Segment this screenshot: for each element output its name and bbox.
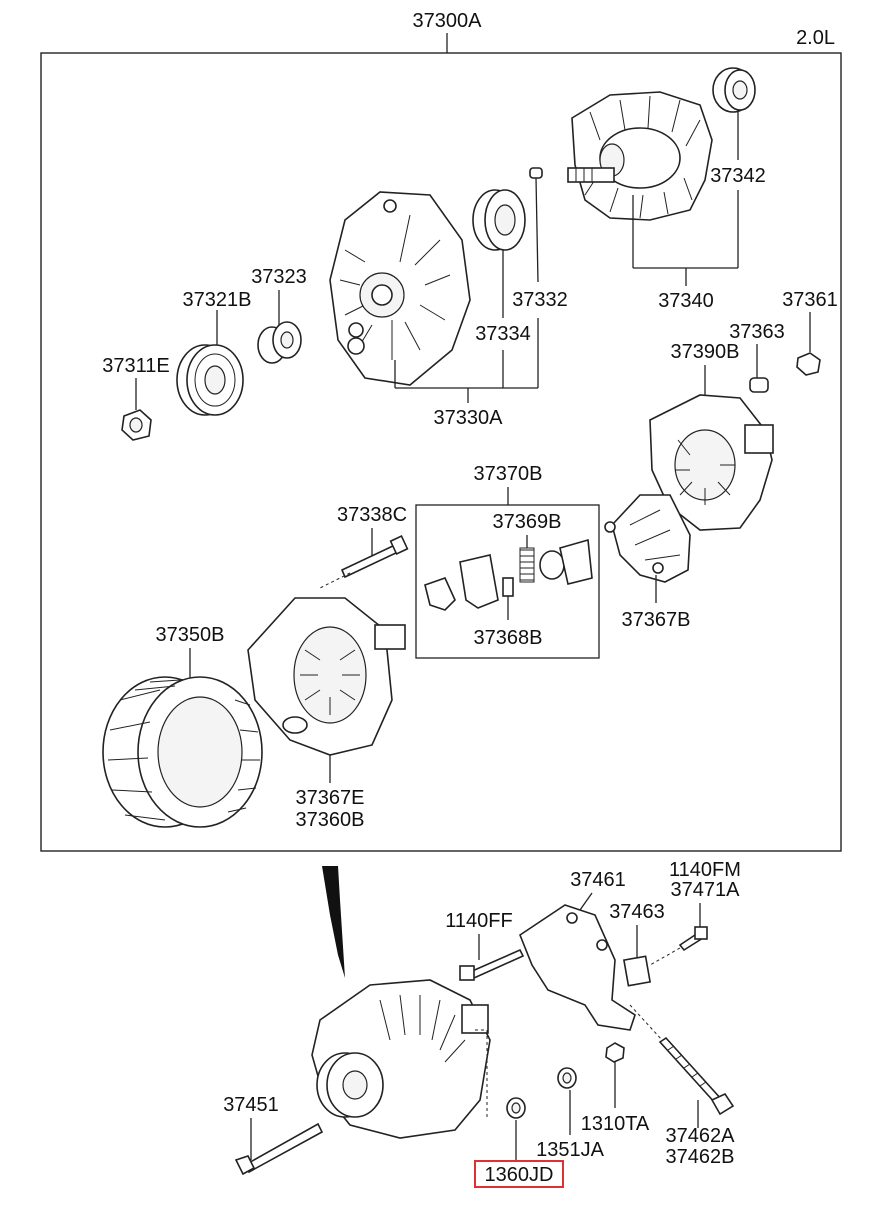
label-37330A: 37330A: [434, 407, 504, 429]
washer-1360JD[interactable]: [506, 1097, 526, 1119]
pulley-37321B[interactable]: [176, 344, 244, 416]
label-37342: 37342: [710, 165, 766, 187]
label-37462B: 37462B: [666, 1146, 735, 1168]
rectifier-37367B[interactable]: [604, 494, 691, 583]
cap-37363[interactable]: [749, 377, 769, 393]
spring-37369B[interactable]: [519, 547, 535, 583]
label-37367B: 37367B: [622, 609, 691, 631]
rear-cover-37390B[interactable]: [649, 394, 774, 531]
nut-37311E[interactable]: [121, 409, 152, 441]
adjust-bolt-37462[interactable]: [658, 1036, 735, 1116]
label-37363: 37363: [729, 321, 785, 343]
bolt-37338C[interactable]: [340, 535, 409, 579]
label-37323: 37323: [251, 266, 307, 288]
spacer-37323[interactable]: [257, 321, 302, 364]
engine-label: 2.0L: [796, 27, 835, 49]
bearing-37342[interactable]: [712, 67, 756, 113]
rotor-part[interactable]: [567, 91, 713, 221]
stator-37350B[interactable]: [102, 676, 263, 828]
label-37367E: 37367E: [296, 787, 365, 809]
label-37311E: 37311E: [102, 355, 169, 377]
brush-holder-part[interactable]: [424, 538, 593, 611]
bearing-37334[interactable]: [472, 189, 526, 251]
label-37390B: 37390B: [671, 341, 740, 363]
label-1310TA: 1310TA: [581, 1113, 650, 1135]
label-37321B: 37321B: [183, 289, 252, 311]
label-37360B: 37360B: [296, 809, 365, 831]
nut-1310TA[interactable]: [605, 1042, 625, 1063]
clip-37463[interactable]: [622, 955, 652, 987]
bracket-37461[interactable]: [519, 904, 636, 1031]
label-1351JA: 1351JA: [536, 1139, 604, 1161]
label-37361: 37361: [782, 289, 838, 311]
label-37461: 37461: [570, 869, 626, 891]
label-37368B: 37368B: [474, 627, 543, 649]
label-37369B: 37369B: [493, 511, 562, 533]
label-37463: 37463: [609, 901, 665, 923]
label-37350B: 37350B: [156, 624, 225, 646]
label-37332: 37332: [512, 289, 568, 311]
label-37462A: 37462A: [666, 1125, 736, 1147]
label-1360JD[interactable]: 1360JD: [485, 1164, 554, 1186]
assembly-title: 37300A: [413, 10, 483, 32]
label-37370B: 37370B: [474, 463, 543, 485]
label-37338C: 37338C: [337, 504, 407, 526]
bolt-1140FM[interactable]: [678, 926, 708, 952]
washer-1351JA[interactable]: [557, 1067, 577, 1089]
screw-37332[interactable]: [529, 167, 543, 283]
label-1140FM: 1140FM: [669, 859, 741, 881]
front-housing-part[interactable]: [329, 191, 471, 386]
brush-kit-frame: [415, 504, 600, 659]
alternator-assembly[interactable]: [311, 979, 491, 1139]
label-37451: 37451: [223, 1094, 279, 1116]
label-1140FF: 1140FF: [445, 910, 512, 932]
assembly-frame: [40, 52, 842, 852]
label-37471A: 37471A: [671, 879, 741, 901]
label-37334: 37334: [475, 323, 531, 345]
rear-housing-part[interactable]: [247, 597, 406, 756]
highlight-box: [474, 1160, 564, 1188]
nut-37361[interactable]: [796, 352, 821, 376]
label-37340: 37340: [658, 290, 714, 312]
pointer-arrow: [322, 866, 345, 978]
bolt-37451[interactable]: [234, 1122, 324, 1176]
bolt-1140FF[interactable]: [459, 948, 525, 981]
